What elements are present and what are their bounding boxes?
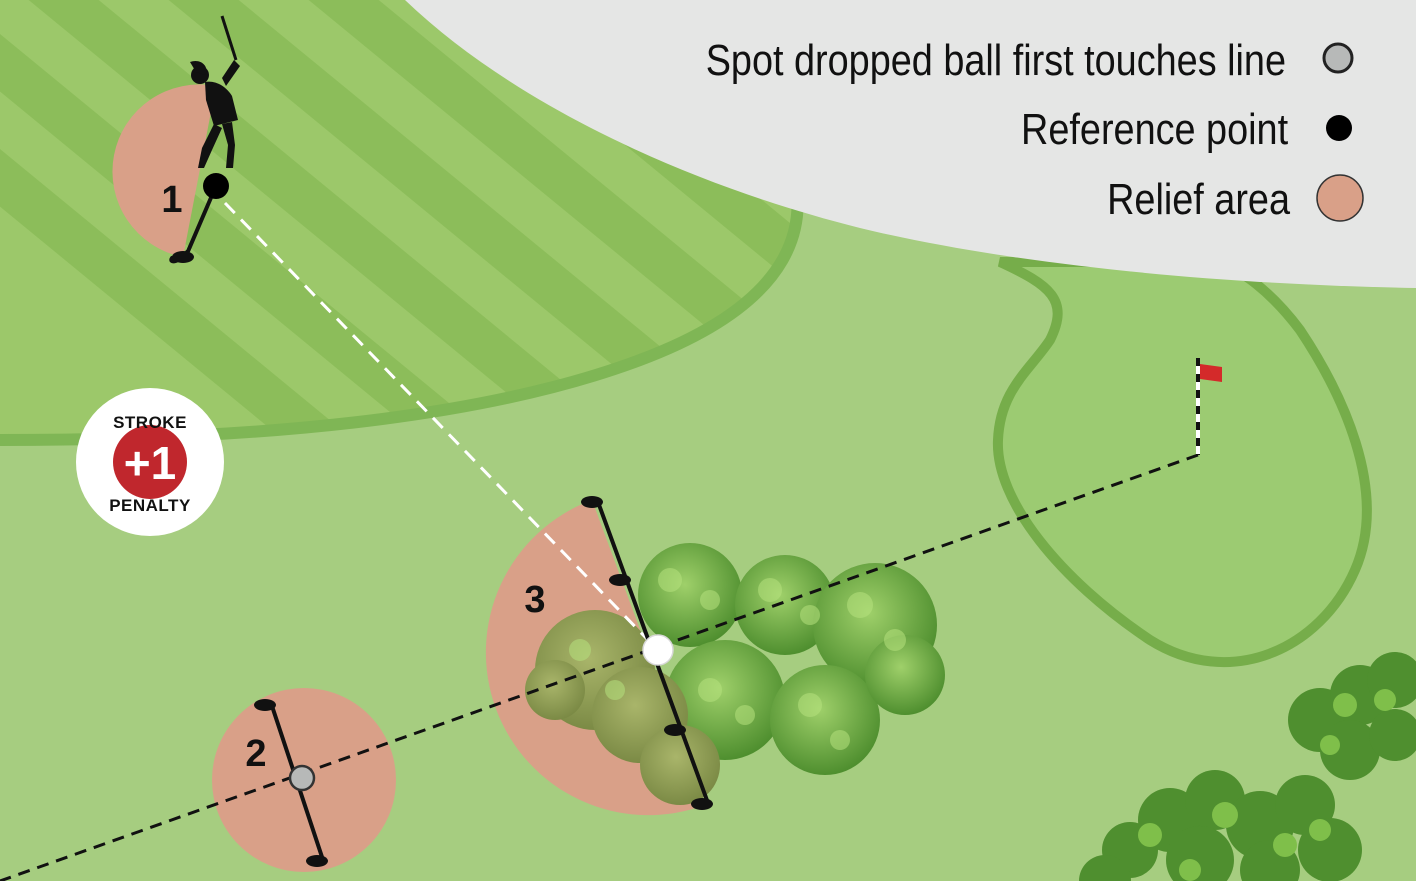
hole-line bbox=[0, 453, 1199, 881]
flag-icon bbox=[1200, 364, 1222, 382]
putting-green bbox=[992, 257, 1372, 668]
legend-reference-point-label: Reference point bbox=[1021, 104, 1289, 153]
relief-area-1-number: 1 bbox=[161, 179, 182, 221]
legend-relief-area-label: Relief area bbox=[1107, 174, 1290, 223]
reference-point-1 bbox=[203, 173, 229, 199]
legend-dropped-ball-label: Spot dropped ball first touches line bbox=[706, 35, 1286, 84]
penalty-badge-red-circle bbox=[113, 425, 187, 499]
penalty-badge-top-word: STROKE bbox=[113, 413, 187, 432]
back-on-line-path bbox=[223, 201, 650, 642]
relief-area-1 bbox=[112, 84, 216, 257]
relief-area-2-number: 2 bbox=[245, 733, 266, 775]
relief-area-3-number: 3 bbox=[524, 579, 545, 621]
flagstick bbox=[1196, 358, 1222, 455]
bushes bbox=[525, 543, 945, 805]
out-of-bounds-area bbox=[405, 0, 1416, 288]
legend: Spot dropped ball first touches line Ref… bbox=[706, 35, 1364, 224]
penalty-badge-bottom-word: PENALTY bbox=[109, 496, 191, 515]
golfer-icon bbox=[190, 15, 240, 168]
legend-drop-spot-icon bbox=[1322, 42, 1354, 74]
penalty-badge-value: +1 bbox=[124, 437, 176, 489]
trees bbox=[1079, 652, 1416, 881]
penalty-badge: +1 STROKE PENALTY bbox=[76, 388, 224, 536]
golf-ball bbox=[642, 634, 674, 666]
legend-relief-area-icon bbox=[1316, 174, 1364, 222]
legend-reference-point-icon bbox=[1326, 115, 1352, 141]
drop-spot-2 bbox=[288, 764, 316, 792]
